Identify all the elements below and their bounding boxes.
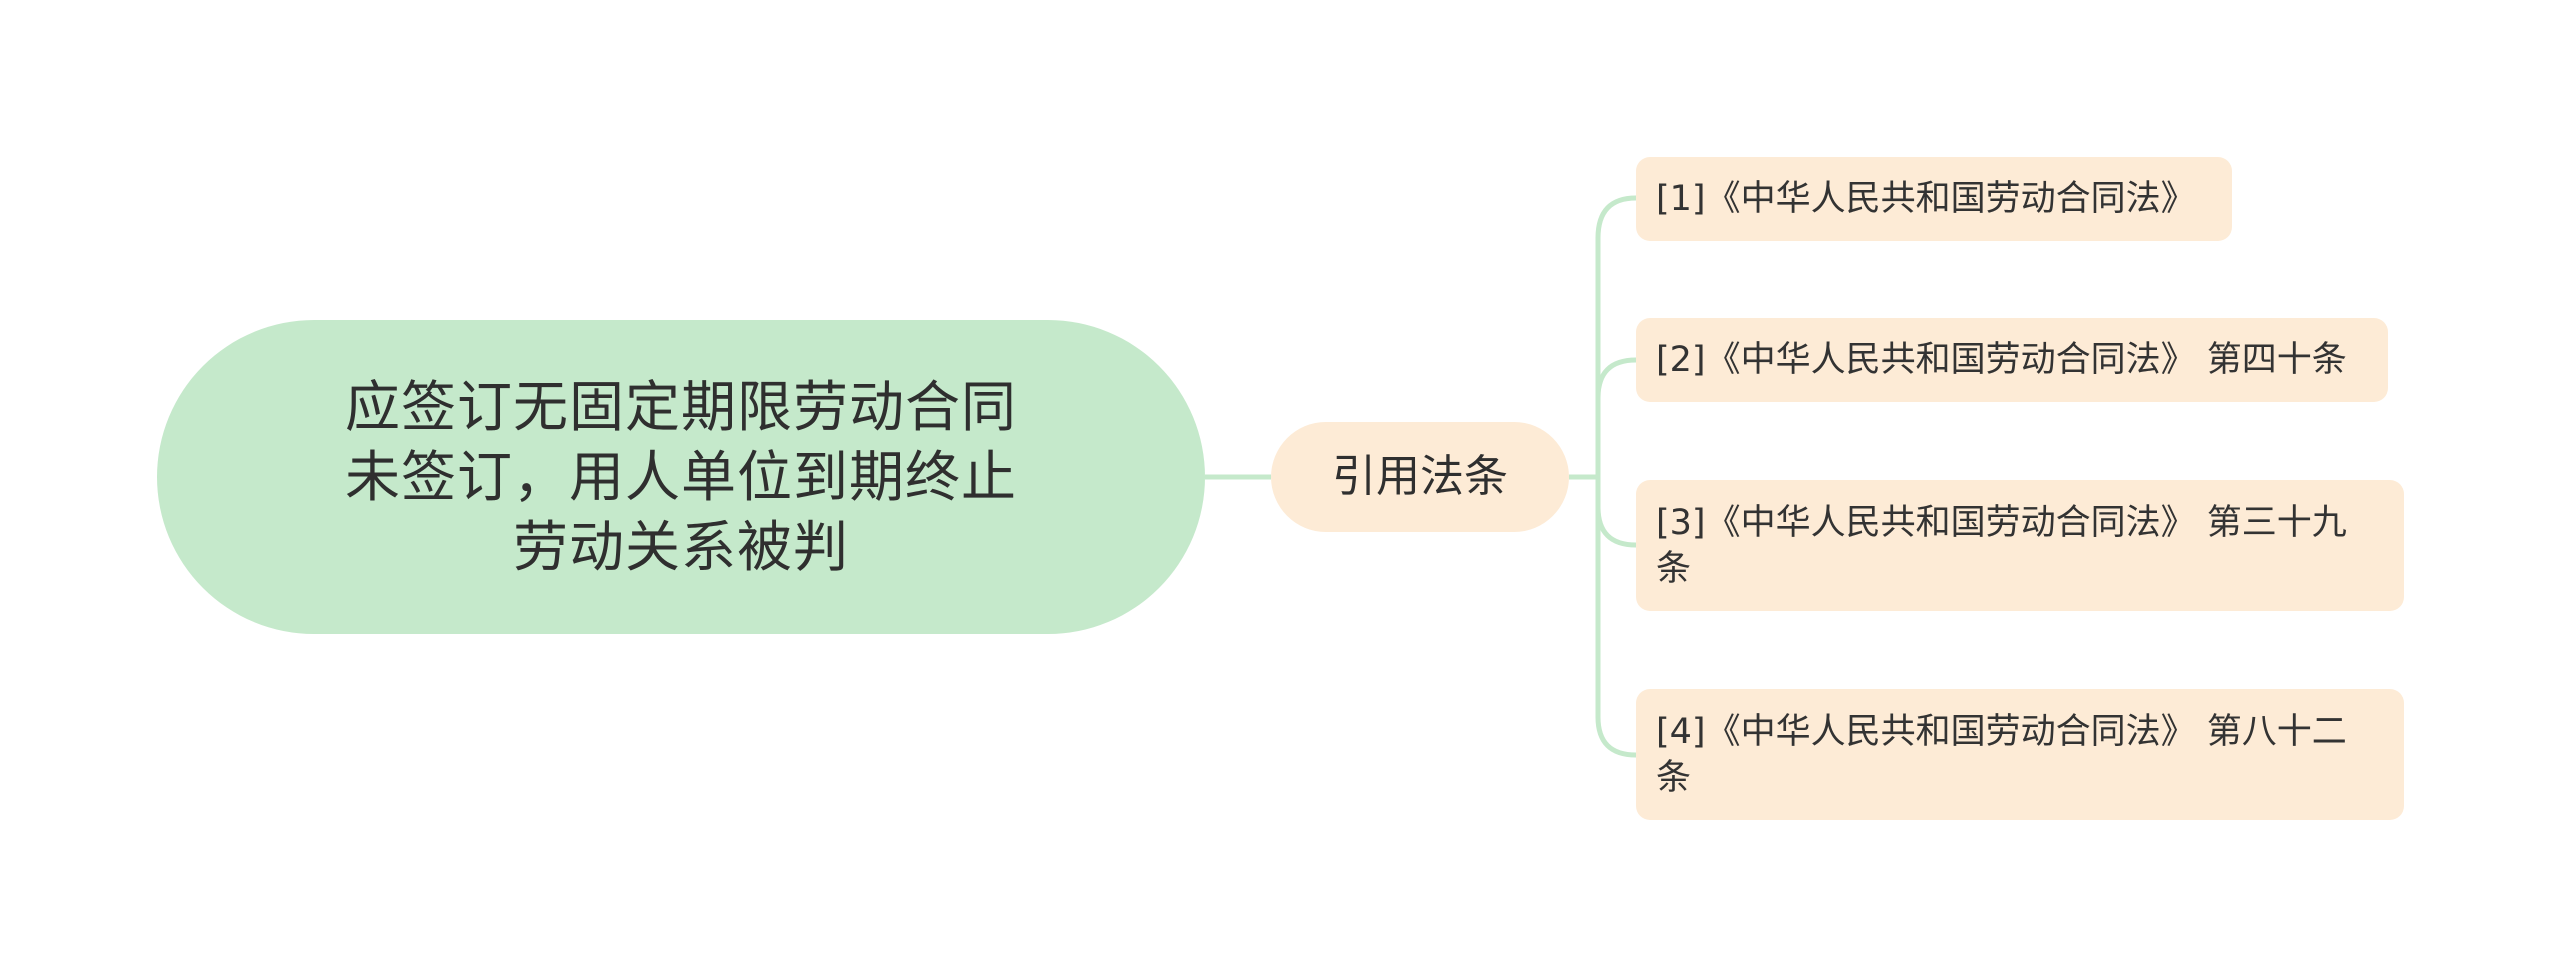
leaf-2-connector <box>1595 357 1637 477</box>
leaf-node-3[interactable]: [3]《中华人民共和国劳动合同法》 第三十九条 <box>1636 480 2404 611</box>
leaf-1-connector <box>1595 195 1637 477</box>
leaf-node-2-label: [2]《中华人民共和国劳动合同法》 第四十条 <box>1656 340 2347 380</box>
leaf-node-1-label: [1]《中华人民共和国劳动合同法》 <box>1656 179 2196 219</box>
leaf-node-4[interactable]: [4]《中华人民共和国劳动合同法》 第八十二条 <box>1636 689 2404 820</box>
leaf-node-2[interactable]: [2]《中华人民共和国劳动合同法》 第四十条 <box>1636 318 2388 402</box>
leaf-node-4-label: [4]《中华人民共和国劳动合同法》 第八十二条 <box>1656 711 2347 798</box>
leaf-node-1[interactable]: [1]《中华人民共和国劳动合同法》 <box>1636 157 2232 241</box>
leaf-node-3-label: [3]《中华人民共和国劳动合同法》 第三十九条 <box>1656 502 2347 589</box>
branch-node-label: 引用法条 <box>1332 451 1508 502</box>
leaf-3-connector <box>1595 477 1637 548</box>
root-node-label: 应签订无固定期限劳动合同未签订，用人单位到期终止劳动关系被判 <box>344 375 1017 579</box>
leaf-4-connector <box>1595 477 1637 758</box>
root-node[interactable]: 应签订无固定期限劳动合同未签订，用人单位到期终止劳动关系被判 <box>157 320 1205 634</box>
branch-node[interactable]: 引用法条 <box>1271 422 1569 532</box>
